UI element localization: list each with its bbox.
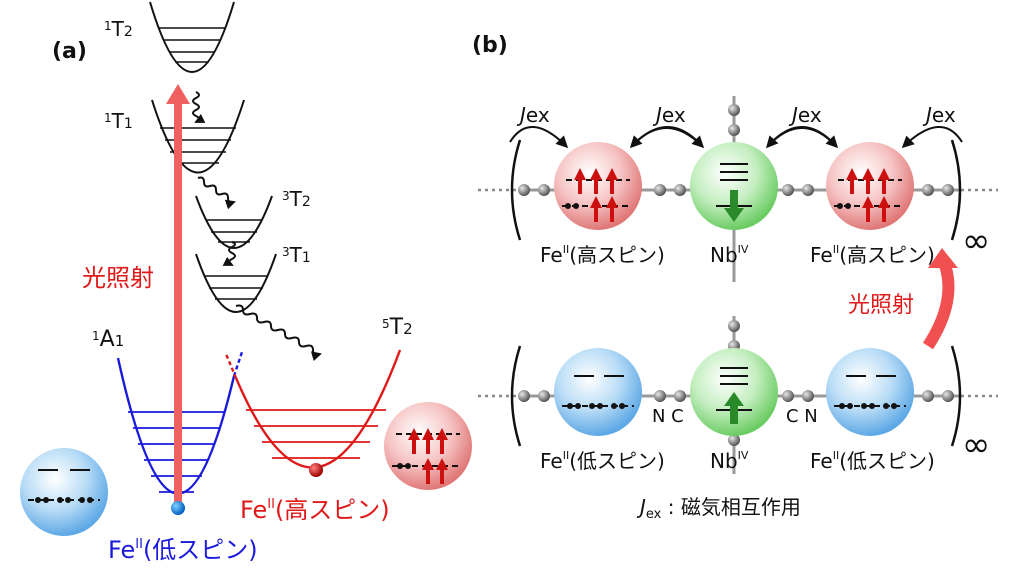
light-arrow-b [922,248,958,350]
triplet-t1-well [195,253,277,313]
bottom-chain-atoms [518,390,954,402]
jex-label-4: Jex [922,103,956,127]
top-fe-right-label: FeII(高スピン) [810,243,935,267]
panel-a-label: (a) [52,39,87,64]
low-spin-ball [171,501,185,515]
bottom-nb-label: NbIV [710,449,749,473]
top-nb-sphere [690,142,778,230]
singlet-t2-well [149,1,235,73]
bottom-fe-right-label: FeII(低スピン) [810,449,935,473]
high-spin-caption: FeII(高スピン) [240,496,390,524]
triplet-t2-well [195,195,273,249]
top-fe-left-label: FeII(高スピン) [540,243,665,267]
singlet-t2-label: 1T2 [104,17,133,41]
singlet-t1-well [151,99,245,174]
top-fe-right-sphere [826,142,914,230]
panel-b-label: (b) [472,33,508,58]
singlet-t1-label: 1T1 [104,109,133,133]
top-right-bracket [950,139,962,241]
bottom-infinity: ∞ [962,425,990,465]
low-spin-caption: FeII(低スピン) [108,536,258,564]
axial-atoms [728,104,740,446]
a1-label: 1A1 [92,327,124,352]
bottom-fe-left-label: FeII(低スピン) [540,449,665,473]
bottom-fe-left-sphere [554,348,642,436]
high-spin-well [224,349,402,469]
jex-label-2: Jex [652,103,686,127]
bottom-left-bracket [510,345,522,447]
top-left-bracket [510,139,522,241]
cn-label: C N [786,406,818,427]
excitation-arrow [166,84,190,506]
top-infinity: ∞ [962,221,990,261]
top-chain-atoms [518,184,954,196]
bottom-nb-sphere [690,348,778,436]
top-fe-left-sphere [554,142,642,230]
high-spin-ball [309,463,323,477]
light-irradiation-label-a: 光照射 [82,264,154,292]
low-spin-sphere-a [20,448,108,536]
t2-quintet-label: 5T2 [382,315,413,340]
bottom-right-bracket [950,345,962,447]
top-nb-label: NbIV [710,243,749,267]
triplet-t2-label: 3T2 [282,187,311,211]
bottom-fe-right-sphere [826,348,914,436]
triplet-t1-label: 3T1 [282,243,311,267]
high-spin-sphere-a [384,402,472,490]
jex-arrows [509,125,963,149]
jex-footnote: Jex : 磁気相互作用 [636,495,801,522]
light-irradiation-label-b: 光照射 [848,293,914,318]
relaxation-arrows [192,91,322,362]
nc-label: N C [652,406,684,427]
jex-label-3: Jex [788,103,822,127]
jex-label-1: Jex [516,103,550,127]
